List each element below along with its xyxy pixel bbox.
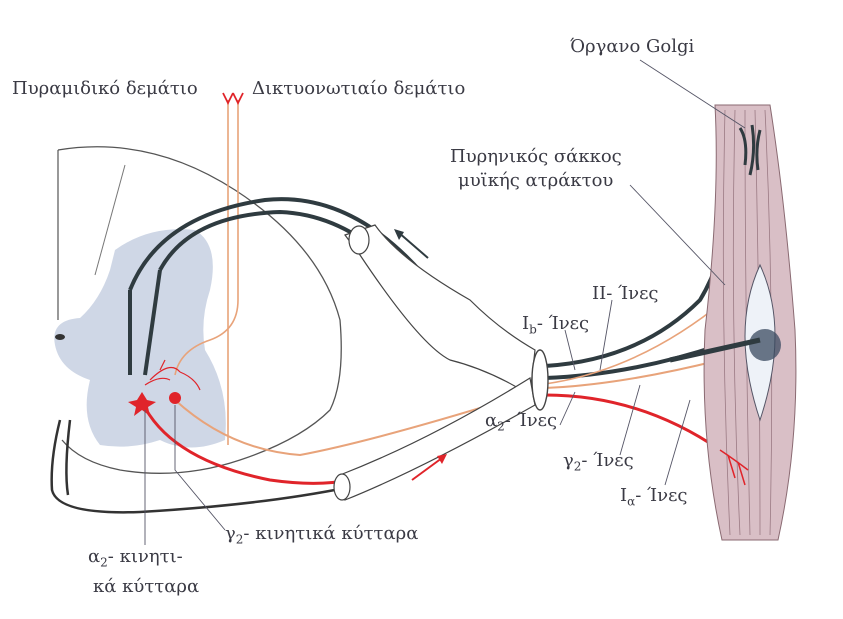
ib-main: I [522, 313, 530, 334]
a2-sub: 2 [497, 419, 505, 434]
ventral-root-loop [50, 419, 346, 514]
root-junction [531, 349, 549, 411]
efferent-arrowhead [437, 454, 447, 464]
ia-fibers-label: Iα- Ίνες [620, 487, 688, 508]
interneuron-branches [144, 359, 201, 391]
reticulospinal-tract-label: Δικτυονωτιαίο δεμάτιο [252, 78, 466, 99]
alpha-motor-neuron [128, 392, 156, 416]
gamma-motor-neuron [169, 392, 181, 404]
pyramidal-tract-label: Πυραμιδικό δεμάτιο [12, 78, 198, 99]
nuclear-bag [749, 329, 781, 361]
g2-suffix: - Ίνες [581, 450, 634, 471]
gamma-motor-cells-label: γ2- κινητικά κύτταρα [225, 525, 418, 546]
g2-sub: 2 [573, 459, 582, 474]
g2-cells-sub: 2 [235, 532, 244, 547]
reticulospinal-arrow [232, 92, 244, 106]
g2-main: γ [563, 450, 574, 471]
a2-cells-sub: 2 [100, 555, 108, 570]
golgi-organ-label: Όργανο Golgi [570, 36, 695, 57]
afferent-direction-arrow [397, 231, 429, 259]
dorsal-root-sheath [344, 224, 536, 397]
golgi-nerve-ending [669, 337, 761, 363]
g2-fibers-label: γ2- Ίνες [563, 452, 634, 473]
cord-sulcus [94, 164, 126, 276]
nuclear-bag-label-line2: μυϊκής ατράκτου [458, 170, 614, 191]
spindle-red-endings [719, 449, 749, 486]
ia-main: I [620, 485, 628, 506]
ia-suffix: - Ίνες [635, 485, 688, 506]
reticulospinal-tract-line [174, 100, 239, 376]
ventral-root-cut [333, 473, 351, 501]
ii-fibers-label: ΙΙ- Ίνες [592, 283, 659, 304]
ventral-root-inner [65, 419, 72, 496]
spinal-cord-outline [57, 146, 342, 474]
ib-sub: b [529, 322, 537, 337]
a2-suffix: - Ίνες [504, 410, 558, 431]
a2-cells-suffix: - κινητι- [107, 546, 183, 567]
golgi-organ [738, 124, 762, 176]
nuclear-bag-label-line1: Πυρηνικός σάκκος [450, 146, 622, 167]
g2-cells-main: γ [225, 523, 236, 544]
a2-main: α [485, 410, 498, 431]
alpha-motor-cells-label: α2- κινητι- [88, 548, 183, 569]
central-canal [55, 334, 65, 340]
ib-suffix: - Ίνες [536, 313, 590, 334]
afferent-arrowhead [394, 229, 404, 240]
grey-matter [54, 229, 226, 448]
a2-fibers-label: α2- Ίνες [485, 412, 557, 433]
alpha-motor-cells-label-line2: κά κύτταρα [93, 576, 200, 597]
ib-fibers-label: Ib- Ίνες [522, 315, 589, 336]
dorsal-root-cut [348, 225, 370, 255]
a2-cells-main: α [88, 546, 101, 567]
pyramidal-arrow [222, 92, 234, 106]
g2-cells-suffix: - κινητικά κύτταρα [243, 523, 419, 544]
ia-sub: α [627, 494, 636, 509]
efferent-direction-arrow [411, 457, 443, 481]
leader-lines [144, 59, 746, 545]
